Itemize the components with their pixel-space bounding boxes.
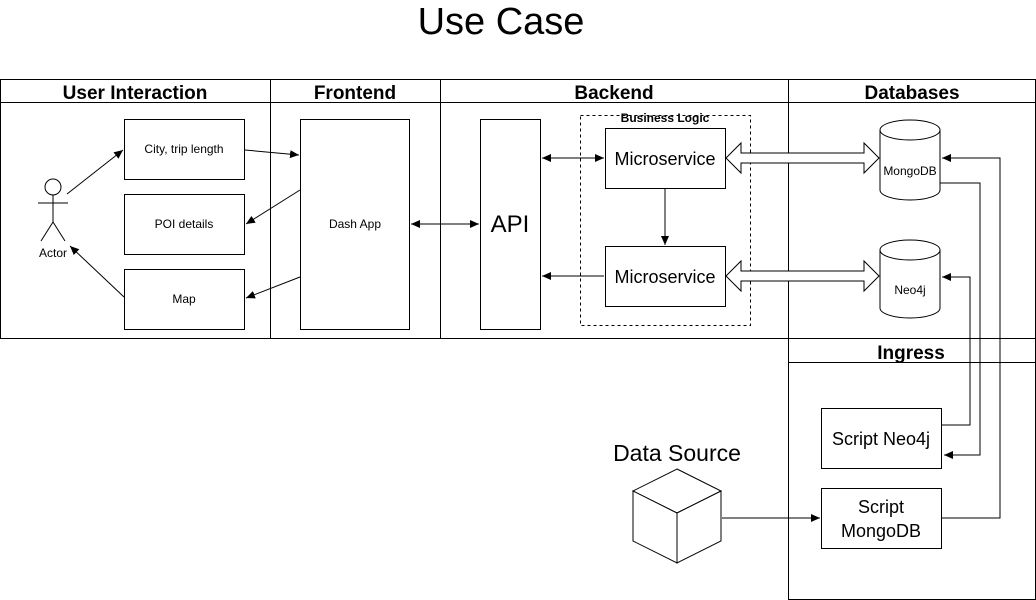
arrow-script-neo4j-to-neo4j [942,273,971,426]
data-source-cube: Data Source [613,440,741,564]
arrow-map-to-actor [69,245,125,298]
lane-title-databases: Databases [864,83,959,104]
data-source-label: Data Source [613,440,741,466]
business-logic-group: Business Logic [580,111,751,326]
lane-title-frontend: Frontend [314,83,396,104]
poi-details-box: POI details [124,194,245,255]
diagram-title: Use Case [418,1,585,43]
lane-title-user-interaction: User Interaction [63,83,208,104]
neo4j-cylinder: Neo4j [879,239,941,319]
arrow-dash-to-poi [245,189,301,225]
script-neo4j-label: Script Neo4j [832,429,930,449]
api-box: API [480,119,541,330]
arrow-city-to-dash [244,149,300,159]
neo4j-label: Neo4j [894,283,925,297]
microservice-top-label: Microservice [614,149,715,169]
script-neo4j-box: Script Neo4j [821,408,942,469]
dash-app-box: Dash App [300,119,410,330]
dash-app-label: Dash App [329,217,381,231]
double-arrow-microservice-neo4j [725,259,880,293]
microservice-bottom-label: Microservice [614,267,715,287]
city-trip-length-box: City, trip length [124,119,245,180]
arrow-script-mongodb-to-mongodb [942,154,1001,519]
actor-figure: Actor [38,178,68,260]
arrow-mongodb-to-script-neo4j [940,182,981,459]
arrow-actor-to-city [66,149,124,195]
microservice-bottom-box: Microservice [605,246,726,307]
script-mongodb-label-line2: MongoDB [841,521,921,541]
api-label: API [491,211,530,238]
map-box: Map [124,269,245,330]
double-arrow-microservice-mongodb [725,141,880,175]
connectors [66,141,1001,522]
map-label: Map [172,292,196,306]
mongodb-cylinder: MongoDB [879,119,941,201]
lane-title-ingress: Ingress [877,343,945,364]
mongodb-label: MongoDB [883,164,936,178]
script-mongodb-label-line1: Script [858,497,904,517]
microservice-top-box: Microservice [605,128,726,189]
actor-label: Actor [39,246,67,260]
city-trip-length-label: City, trip length [144,142,223,156]
arrow-dash-to-map [245,276,301,299]
lane-title-backend: Backend [574,83,653,104]
business-logic-label: Business Logic [621,111,710,125]
script-mongodb-box: Script MongoDB [821,488,942,549]
poi-details-label: POI details [155,217,214,231]
